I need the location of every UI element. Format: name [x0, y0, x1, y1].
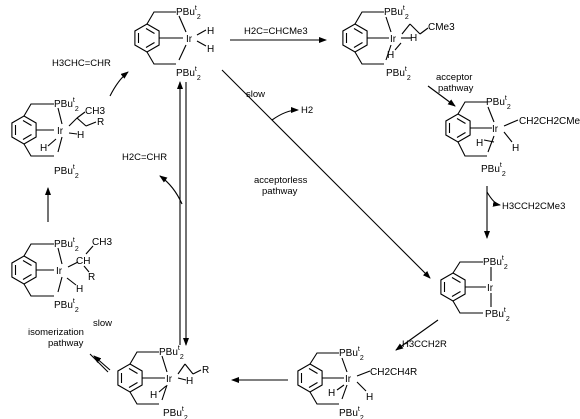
- iridium-label: Ir: [345, 374, 352, 385]
- iridium-label: Ir: [56, 266, 63, 277]
- reagent-internal-alkene: H3CHC=CHR: [52, 58, 111, 69]
- iridium-label: Ir: [186, 34, 193, 45]
- methyl-label: CH3: [85, 106, 105, 117]
- alkyl-label: CH2CH2CMe3: [519, 116, 580, 127]
- reagent-labels: H2C=CHCMe3 acceptor pathway slow H2 H3CC…: [28, 26, 565, 350]
- substituent-label: R: [88, 272, 95, 283]
- phosphine-label: PBut2: [486, 95, 511, 111]
- reaction-arrows: [45, 37, 501, 383]
- complex-substrate-alkene-adduct: PBut2 PBut2 Ir R H H: [117, 345, 209, 419]
- substituent-label: CMe3: [428, 22, 455, 33]
- phosphine-label: PBut2: [481, 162, 506, 178]
- complex-internal-alkene-adduct: PBut2 PBut2 Ir CH3 R H H: [11, 97, 105, 180]
- iridium-label: Ir: [487, 283, 494, 294]
- hydride-label: H: [512, 143, 519, 154]
- iridium-label: Ir: [57, 126, 64, 137]
- phosphine-label: PBut2: [339, 406, 364, 419]
- hydride-label: H: [328, 388, 335, 399]
- hydride-label: H: [387, 50, 394, 61]
- hydride-label: H: [476, 138, 483, 149]
- arrow-acceptorless-pathway: [221, 69, 431, 279]
- phosphine-label: PBut2: [54, 298, 79, 314]
- hydride-label: H: [207, 26, 214, 37]
- hydride-label: H: [366, 392, 373, 403]
- iridium-label: Ir: [390, 34, 397, 45]
- slow-label-top: slow: [246, 89, 265, 100]
- complex-alkyl-hydride-acceptor: PBut2 PBut2 Ir CH2CH2CMe3 H H: [445, 95, 580, 178]
- phosphine-label: PBut2: [339, 346, 364, 362]
- complex-branched-alkyl-hydride: PBut2 PBut2 Ir CH CH3 R H: [11, 237, 112, 314]
- methyl-label: CH3: [92, 237, 112, 248]
- iridium-label: Ir: [492, 124, 499, 135]
- hydride-label: H: [77, 130, 84, 141]
- reagent-hydrogen: H2: [301, 105, 313, 116]
- reagent-neohexene: H2C=CHCMe3: [244, 26, 308, 37]
- slow-label-left: slow: [93, 318, 112, 329]
- complex-alkene-adduct: PBut2 PBut2 Ir CMe3 H H: [342, 5, 455, 82]
- hydride-label: H: [40, 143, 47, 154]
- complex-iridium-dihydride: PBut2 PBut2 Ir H H: [134, 5, 214, 82]
- arrow-acceptor-pathway: [427, 85, 456, 107]
- arrow-internal-alkene-release: [109, 71, 129, 97]
- pathway-label-acceptorless-1: acceptorless: [254, 175, 308, 186]
- phosphine-label: PBut2: [54, 164, 79, 180]
- phosphine-label: PBut2: [163, 406, 188, 419]
- arrow-isomerization: [89, 353, 109, 373]
- phosphine-label: PBut2: [386, 66, 411, 82]
- substituent-label: R: [202, 365, 209, 376]
- pathway-label-acceptor-2: pathway: [438, 83, 474, 94]
- phosphine-label: PBut2: [176, 66, 201, 82]
- reagent-neohexane: H3CCH2CMe3: [502, 201, 565, 212]
- pathway-label-isomerization-1: isomerization: [28, 327, 84, 338]
- hydride-label: H: [186, 376, 193, 387]
- phosphine-label: PBut2: [384, 5, 409, 21]
- arrow-substrate-activation: [395, 319, 439, 351]
- hydride-label: H: [150, 390, 157, 401]
- reagent-terminal-alkene: H2C=CHR: [122, 152, 167, 163]
- phosphine-label: PBut2: [54, 237, 79, 253]
- hydride-label: H: [410, 33, 417, 44]
- hydride-label: H: [207, 44, 214, 55]
- phosphine-label: PBut2: [485, 307, 510, 323]
- pathway-label-acceptor-1: acceptor: [436, 72, 472, 83]
- alkyl-label: CH2CH4R: [370, 367, 417, 378]
- pathway-label-acceptorless-2: pathway: [262, 186, 298, 197]
- methine-label: CH: [76, 256, 90, 267]
- reagent-substrate: H3CCH2R: [402, 339, 447, 350]
- phosphine-label: PBut2: [483, 255, 508, 271]
- phosphine-label: PBut2: [176, 5, 201, 21]
- phosphine-label: PBut2: [159, 345, 184, 361]
- substituent-label: R: [97, 117, 104, 128]
- iridium-label: Ir: [166, 374, 173, 385]
- hydride-label: H: [76, 284, 83, 295]
- phosphine-label: PBut2: [54, 97, 79, 113]
- complex-iridium-pincer: PBut2 PBut2 Ir: [440, 255, 510, 323]
- complex-alkyl-hydride-substrate: PBut2 PBut2 Ir CH2CH4R H H: [297, 346, 417, 419]
- pathway-label-isomerization-2: pathway: [48, 338, 84, 349]
